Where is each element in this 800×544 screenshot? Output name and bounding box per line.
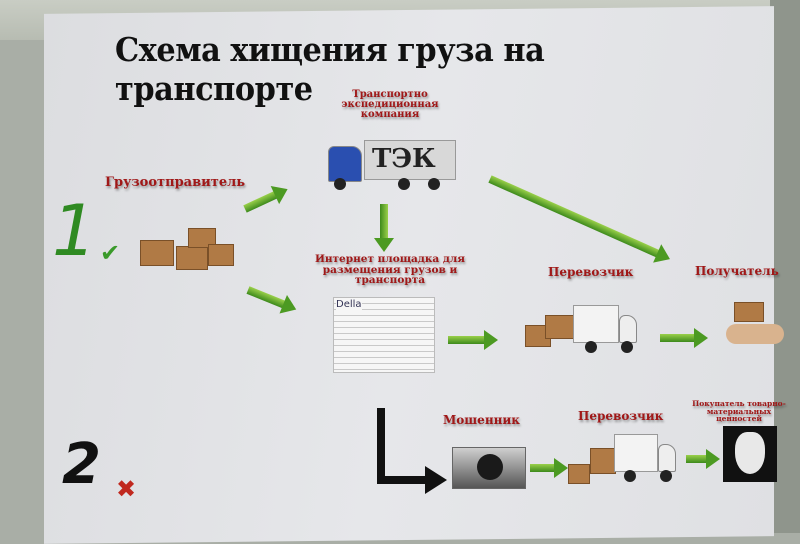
- recipient-handshake-image: [722, 298, 787, 353]
- platform-logo: Della: [336, 299, 362, 310]
- cross-icon: ✖: [116, 475, 137, 503]
- truck-sign: ТЭК: [372, 144, 436, 174]
- scenario-number-2: 2: [62, 432, 101, 497]
- arrow-carrier-to-recipient: [660, 328, 708, 348]
- carrier-2-truck-image: [560, 428, 680, 490]
- label-shipper: Грузоотправитель: [105, 175, 246, 190]
- label-recipient: Получатель: [695, 264, 779, 278]
- arrow-forwarder-to-platform: [380, 204, 388, 240]
- black-arrow-head: [425, 466, 447, 494]
- label-fraudster: Мошенник: [443, 413, 520, 427]
- forwarder-truck: ТЭК: [328, 140, 458, 190]
- buyer-mask-image: [723, 426, 777, 482]
- platform-screenshot: Della: [333, 297, 435, 373]
- poster-title: Схема хищения груза на транспорте: [115, 30, 545, 108]
- label-forwarder: Транспортно экспедиционная компания: [341, 89, 439, 120]
- arrow-carrier-to-buyer: [686, 449, 720, 469]
- black-arrow-stem: [377, 408, 385, 484]
- label-buyer: Покупатель товарно-материальных ценносте…: [692, 399, 786, 423]
- label-carrier-2: Перевозчик: [578, 409, 664, 423]
- label-carrier: Перевозчик: [548, 265, 634, 279]
- fraudster-image: [452, 447, 526, 489]
- scenario-number-1: 1: [52, 190, 97, 272]
- label-platform: Интернет площадка для размещения грузов …: [314, 253, 466, 286]
- black-arrow-bar: [377, 476, 427, 484]
- shipper-cargo-image: [120, 200, 235, 275]
- arrow-fraudster-to-carrier: [530, 458, 568, 478]
- arrow-platform-to-carrier: [448, 330, 498, 350]
- carrier-truck-image: [515, 295, 640, 360]
- check-icon: ✔: [100, 239, 121, 267]
